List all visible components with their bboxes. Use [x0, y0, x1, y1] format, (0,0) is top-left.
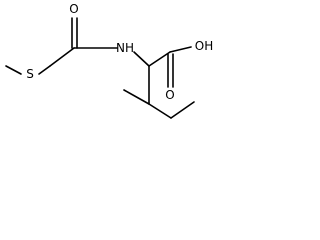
bond-methylene-carbonyl — [49, 47, 75, 67]
bond-sulfur-methylene — [38, 65, 51, 75]
atom-acid-oxygen: O — [165, 88, 174, 102]
atom-sulfur: S — [26, 67, 34, 81]
chemical-structure: S O NH OH O — [5, 2, 213, 119]
atom-amide-nitrogen: NH — [116, 41, 134, 55]
atom-hydroxyl: OH — [195, 39, 213, 53]
bond-nitrogen-alpha — [133, 51, 150, 67]
bond-beta-ethyl — [148, 103, 172, 119]
atom-carbonyl-oxygen: O — [69, 2, 78, 16]
bond-alpha-carboxyl — [148, 51, 171, 67]
bond-methyl-sulfur — [5, 65, 22, 75]
bond-ethyl-methyl — [170, 101, 195, 119]
bond-beta-methyl — [123, 89, 150, 105]
bond-carboxyl-hydroxyl — [169, 46, 192, 53]
